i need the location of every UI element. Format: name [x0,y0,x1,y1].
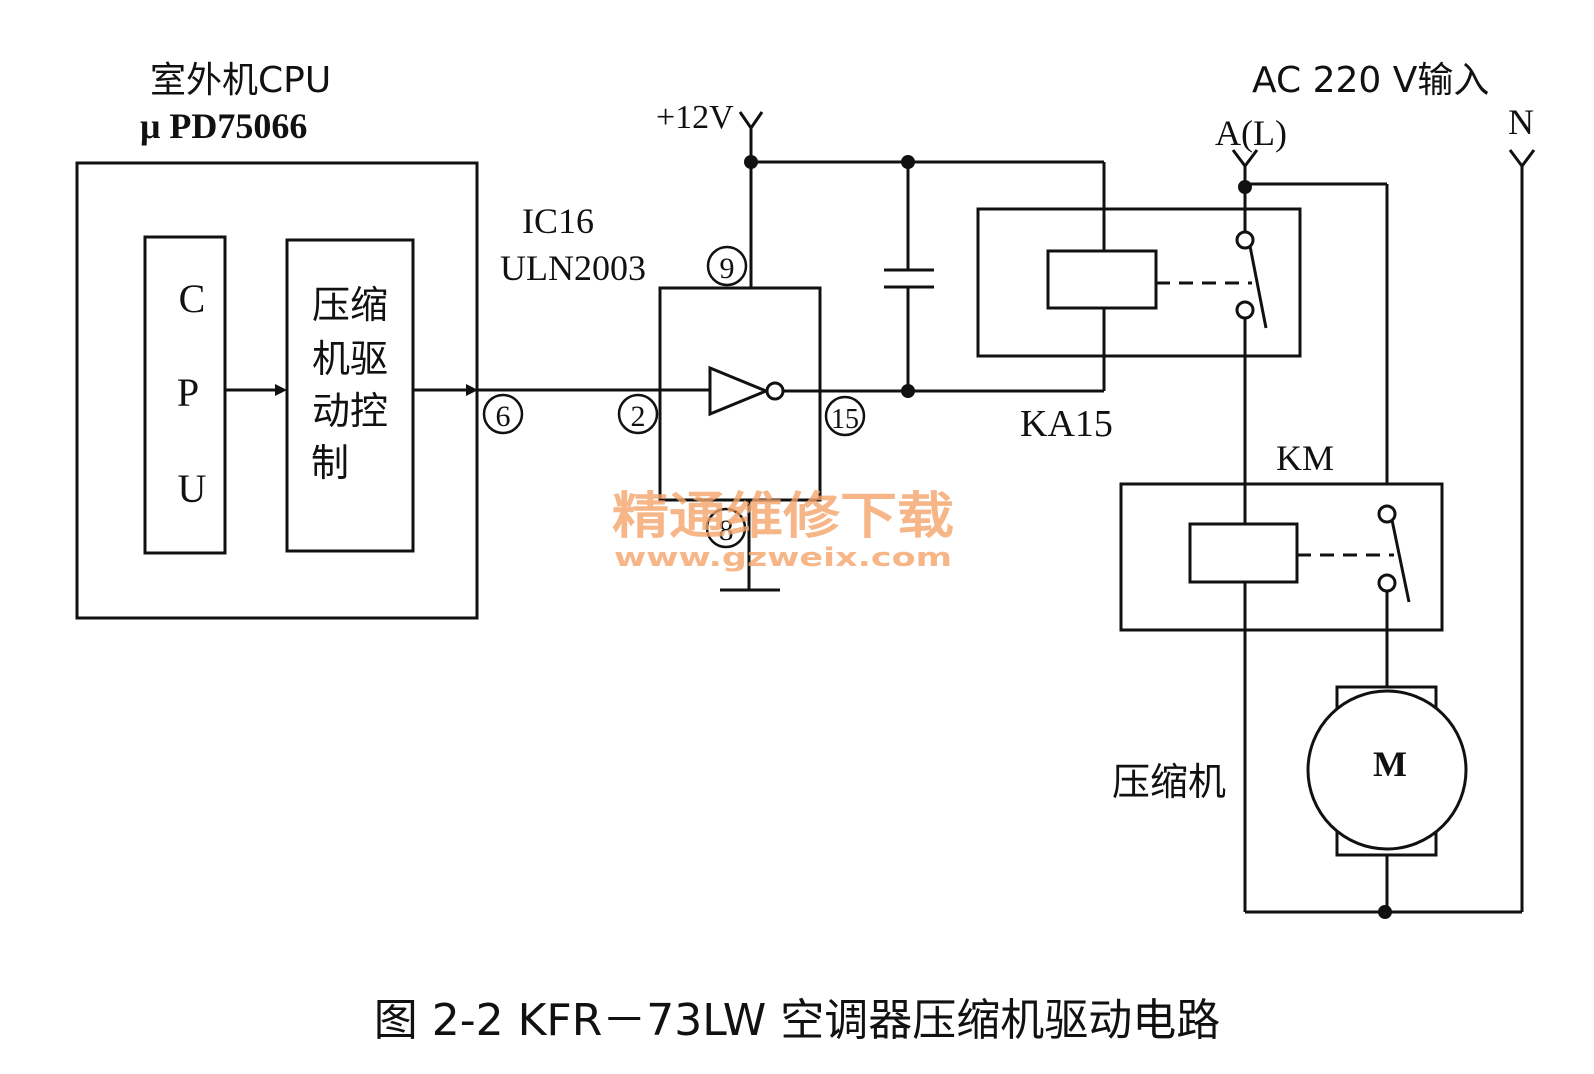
inverter-bubble [765,381,785,401]
relay-ka15-switch-blade [1248,245,1268,329]
drive-control-text-4: 制 [311,441,349,485]
compressor-drive-control-box [285,238,415,553]
rail-junction-1 [744,155,758,169]
relay-ka15-contact-bottom [1235,300,1255,320]
line-junction [1238,180,1252,194]
cpu-letter-u: U [178,466,207,511]
figure-caption: 图 2-2 KFR－73LW 空调器压缩机驱动电路 [374,995,1221,1046]
motor-label: M [1373,744,1407,784]
contactor-km-label: KM [1276,438,1334,478]
pin-8-label: 8 [719,514,734,547]
cpu-model-label: μ PD75066 [140,106,307,146]
pin-2-label: 2 [631,400,646,433]
drive-control-text-1: 压缩 [312,283,388,327]
watermark: 精通维修下载 www.gzweix.com [612,487,954,573]
pin-9-marker [706,245,748,287]
motor-symbol [1306,689,1468,851]
contactor-km-coil [1188,522,1299,584]
relay-ka15-coil [1046,249,1158,310]
cpu-module: 室外机CPU μ PD75066 C P U 压缩 机驱 动控 制 [75,60,479,620]
compressor-motor: M 压缩机 [1112,685,1468,912]
contactor-km-switch-blade [1390,519,1411,603]
cpu-letter-p: P [177,370,199,415]
filter-capacitor [884,162,934,391]
pin-9-label: 9 [720,252,735,285]
compressor-label: 压缩机 [1112,760,1226,804]
watermark-title: 精通维修下载 [612,487,954,545]
watermark-url: www.gzweix.com [614,543,952,573]
cpu-module-title: 室外机CPU [150,60,331,101]
driver-output-arrowhead [466,384,478,396]
supply-terminal-symbol [738,111,764,131]
contactor-km-contact-top [1377,504,1397,524]
cpu-to-driver-arrowhead [275,384,287,396]
ic-designator: IC16 [522,201,594,241]
pin-8-marker [705,507,747,549]
mains-input: AC 220 V输入 A(L) N [1215,60,1536,169]
contactor-km: KM [1119,438,1444,687]
contactor-km-contact-bottom [1377,573,1397,593]
neutral-junction [1378,905,1392,919]
cpu-letter-c: C [179,276,206,321]
supply-12v-label: +12V [656,99,734,136]
mains-title: AC 220 V输入 [1252,60,1489,101]
line-terminal-label: A(L) [1215,113,1287,153]
pin-6-marker: 6 [482,393,524,435]
pin-15-marker [824,395,866,437]
drive-control-text-3: 动控 [312,389,388,433]
pin-6-label: 6 [496,400,511,433]
relay-ka15-label: KA15 [1020,403,1113,445]
drive-control-text-2: 机驱 [312,337,388,381]
cpu-core-box [143,235,227,555]
neutral-terminal-symbol [1508,149,1536,169]
neutral-terminal-label: N [1508,102,1534,142]
relay-ka15-contact-top [1235,230,1255,250]
uln2003-ic: IC16 ULN2003 2 15 9 +12V 8 [500,99,908,592]
pin-2-marker [617,393,659,435]
relay-ka15: KA15 [976,162,1302,445]
pin-15-label: 15 [831,404,859,435]
ic-part-number: ULN2003 [500,248,646,288]
